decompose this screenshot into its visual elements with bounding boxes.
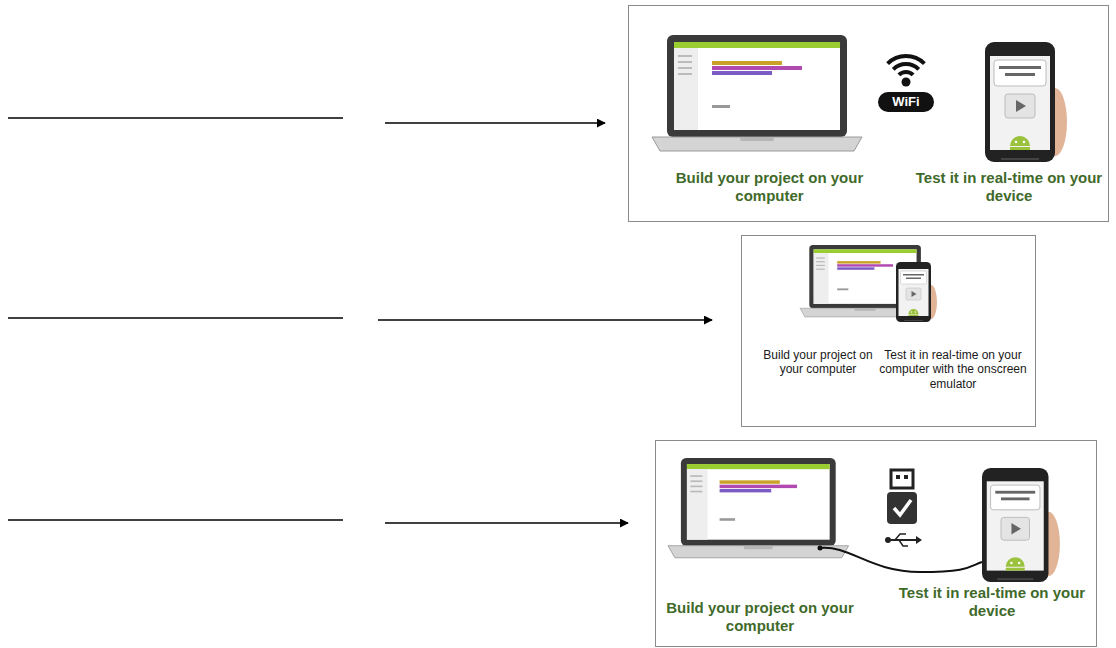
usb-cable [820, 548, 982, 572]
wifi-icon [878, 56, 934, 112]
panel-caption: Build your project on your computer [756, 348, 880, 377]
phone-icon [982, 468, 1060, 582]
panel-caption: Build your project on your computer [664, 599, 856, 635]
panel-caption: Build your project on your computer [667, 169, 872, 205]
image-panel: Build your project on your computerTest … [741, 235, 1036, 427]
image-panel: Build your project on your computer Test … [655, 440, 1097, 647]
panel-caption: Test it in real-time on your computer wi… [878, 348, 1028, 391]
blank-line [8, 519, 343, 521]
phone-icon [985, 42, 1067, 162]
image-panel: Build your project on your computer Test … [628, 5, 1109, 222]
pointer-arrow [378, 319, 712, 320]
pointer-arrow [385, 522, 628, 523]
usb-icon [885, 470, 922, 546]
panel-caption: Test it in real-time on your device [892, 584, 1092, 620]
blank-line [8, 117, 343, 119]
blank-line [8, 317, 343, 319]
panel-caption: Test it in real-time on your device [914, 169, 1104, 205]
laptop-icon [652, 35, 862, 151]
icon-label: WiFi [878, 94, 934, 110]
pointer-arrow [385, 122, 605, 123]
laptop-icon [668, 458, 849, 558]
phone-emulator-icon [896, 262, 937, 322]
